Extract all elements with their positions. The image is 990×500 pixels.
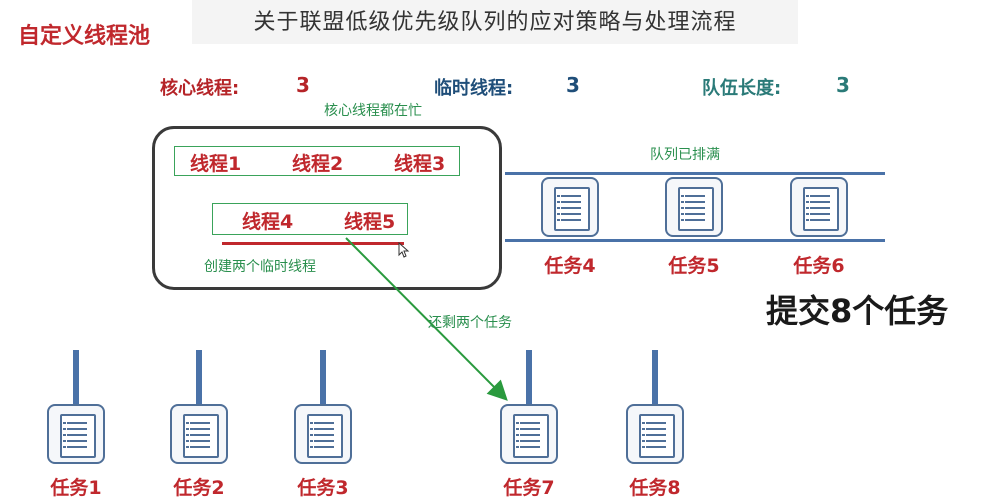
core-thread-group <box>174 146 460 176</box>
task-icon <box>790 177 848 237</box>
task-icon <box>47 404 105 464</box>
header-band <box>192 0 798 44</box>
temp-threads-label: 临时线程: <box>434 78 514 99</box>
page-title: 关于联盟低级优先级队列的应对策略与处理流程 <box>253 10 737 35</box>
thread-pool-box <box>152 126 502 290</box>
queue-length-label: 队伍长度: <box>702 78 782 99</box>
create-temp-note: 创建两个临时线程 <box>204 259 316 275</box>
temp-thread: 线程5 <box>344 211 396 233</box>
core-thread: 线程2 <box>292 153 344 175</box>
task-label: 任务3 <box>297 477 349 499</box>
task-stem <box>652 350 658 404</box>
core-busy-note: 核心线程都在忙 <box>324 103 422 119</box>
queue-length-value: 3 <box>836 73 850 97</box>
task-icon <box>665 177 723 237</box>
two-remaining-note: 还剩两个任务 <box>428 315 512 331</box>
task-icon <box>626 404 684 464</box>
core-threads-value: 3 <box>296 73 310 97</box>
task-label: 任务1 <box>50 477 102 499</box>
submit-tasks-note: 提交8个任务 <box>766 292 949 330</box>
task-label: 任务8 <box>629 477 681 499</box>
queued-task-label: 任务6 <box>793 255 845 277</box>
task-stem <box>73 350 79 404</box>
core-threads-label: 核心线程: <box>160 78 240 99</box>
temp-thread: 线程4 <box>242 211 294 233</box>
queued-task-label: 任务5 <box>668 255 720 277</box>
task-label: 任务2 <box>173 477 225 499</box>
task-label: 任务7 <box>503 477 555 499</box>
task-icon <box>541 177 599 237</box>
core-thread: 线程1 <box>190 153 242 175</box>
queue-bottom-rail <box>505 239 885 242</box>
queue-top-rail <box>505 172 885 175</box>
queued-task-label: 任务4 <box>544 255 596 277</box>
task-icon <box>170 404 228 464</box>
temp-thread-group <box>212 203 408 235</box>
task-stem <box>196 350 202 404</box>
pool-title: 自定义线程池 <box>18 24 151 49</box>
task-stem <box>320 350 326 404</box>
queue-full-note: 队列已排满 <box>650 147 720 163</box>
temp-threads-value: 3 <box>566 73 580 97</box>
cursor-icon <box>398 242 410 258</box>
core-thread: 线程3 <box>394 153 446 175</box>
task-icon <box>294 404 352 464</box>
temp-threads-underline <box>222 242 404 245</box>
task-stem <box>526 350 532 404</box>
task-icon <box>500 404 558 464</box>
